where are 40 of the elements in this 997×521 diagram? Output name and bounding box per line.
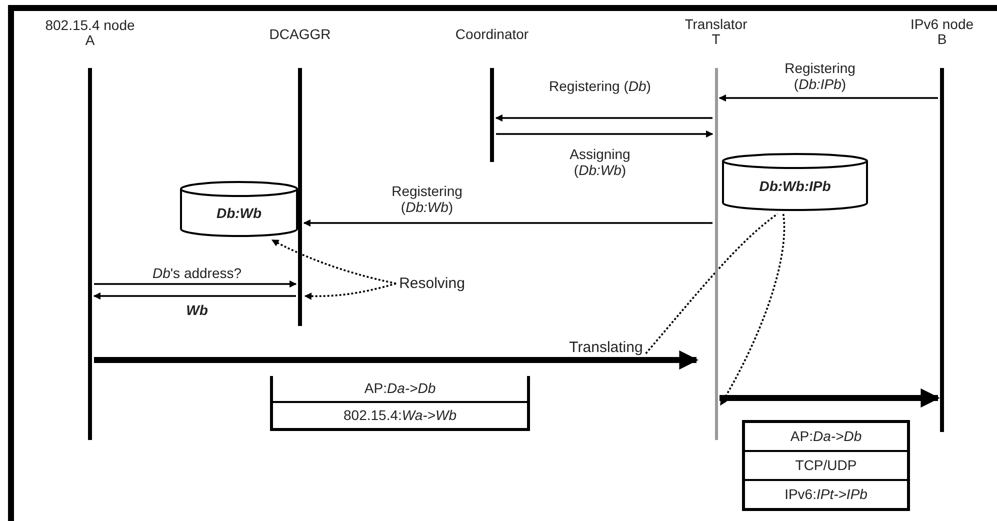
header-field: 802.15.4:Wa->Wb (273, 401, 527, 428)
annotation-text: Translating (569, 340, 643, 355)
node-label: Db:Wb (215, 205, 263, 221)
arrow (94, 280, 297, 288)
arrow (303, 219, 712, 227)
arrow (94, 350, 698, 370)
packet-header-table (270, 376, 530, 431)
arrow (93, 292, 296, 300)
lifeline (714, 68, 718, 440)
lifeline-title: 802.15.4 node (45, 18, 135, 33)
edge-label: Wb (184, 302, 210, 318)
dotted-arrow (271, 239, 396, 284)
arrow (495, 114, 712, 122)
header-field: AP:Da->Db (273, 376, 527, 401)
lifeline (940, 68, 944, 432)
header-field: IPv6:IPt->IPb (745, 479, 907, 508)
annotation-text: Resolving (399, 276, 465, 291)
node-label: Db:Wb:IPb (758, 178, 832, 194)
header-field: AP:Da->Db (745, 423, 907, 450)
database-cylinder (180, 181, 298, 237)
packet-header-table (742, 420, 910, 511)
lifeline (298, 68, 302, 326)
header-field: TCP/UDP (745, 450, 907, 479)
lifeline (88, 68, 92, 440)
arrow (720, 388, 940, 408)
dotted-arrow (304, 282, 396, 300)
lifeline-title: Coordinator (455, 27, 529, 42)
lifeline-title: T (712, 32, 720, 47)
arrow (496, 130, 714, 138)
lifeline-title: DCAGGR (269, 27, 331, 42)
lifeline-title: A (85, 33, 95, 48)
edge-label: Registering (Db) (547, 78, 653, 94)
dotted-arrow (720, 214, 786, 406)
edge-label: Db's address? (150, 265, 244, 281)
lifeline-title: Translator (684, 17, 748, 32)
lifeline-title: IPv6 node (910, 17, 974, 32)
arrow (718, 94, 938, 102)
database-cylinder (722, 153, 868, 211)
lifeline (490, 68, 494, 162)
lifeline-title: B (937, 32, 947, 47)
